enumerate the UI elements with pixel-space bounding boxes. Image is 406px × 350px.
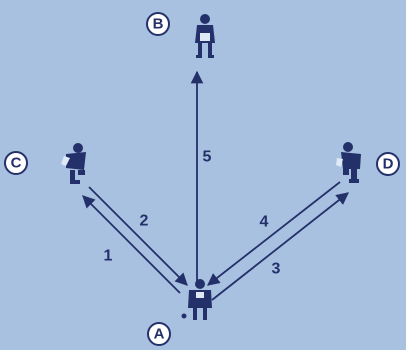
- pass-label-4: 4: [260, 214, 269, 231]
- position-a-label: A: [147, 322, 171, 346]
- svg-text:C: C: [11, 155, 22, 172]
- pass-arrow-1: [82, 195, 181, 294]
- position-b-label: B: [146, 12, 170, 36]
- svg-text:D: D: [383, 156, 394, 173]
- player-d-icon: [336, 142, 361, 183]
- svg-text:B: B: [153, 16, 164, 33]
- pass-label-1: 1: [104, 248, 113, 265]
- pass-arrow-4: [207, 181, 341, 286]
- player-a-icon: [181, 279, 212, 320]
- player-c-icon: [61, 143, 86, 184]
- pass-arrow-2: [88, 186, 188, 286]
- pass-arrow-3: [211, 192, 349, 301]
- position-c-label: C: [4, 151, 28, 175]
- pass-label-5: 5: [203, 149, 212, 166]
- position-d-label: D: [376, 152, 400, 176]
- player-b-icon: [195, 14, 215, 58]
- pass-label-3: 3: [272, 261, 281, 278]
- svg-text:A: A: [154, 326, 165, 343]
- pass-label-2: 2: [140, 213, 149, 230]
